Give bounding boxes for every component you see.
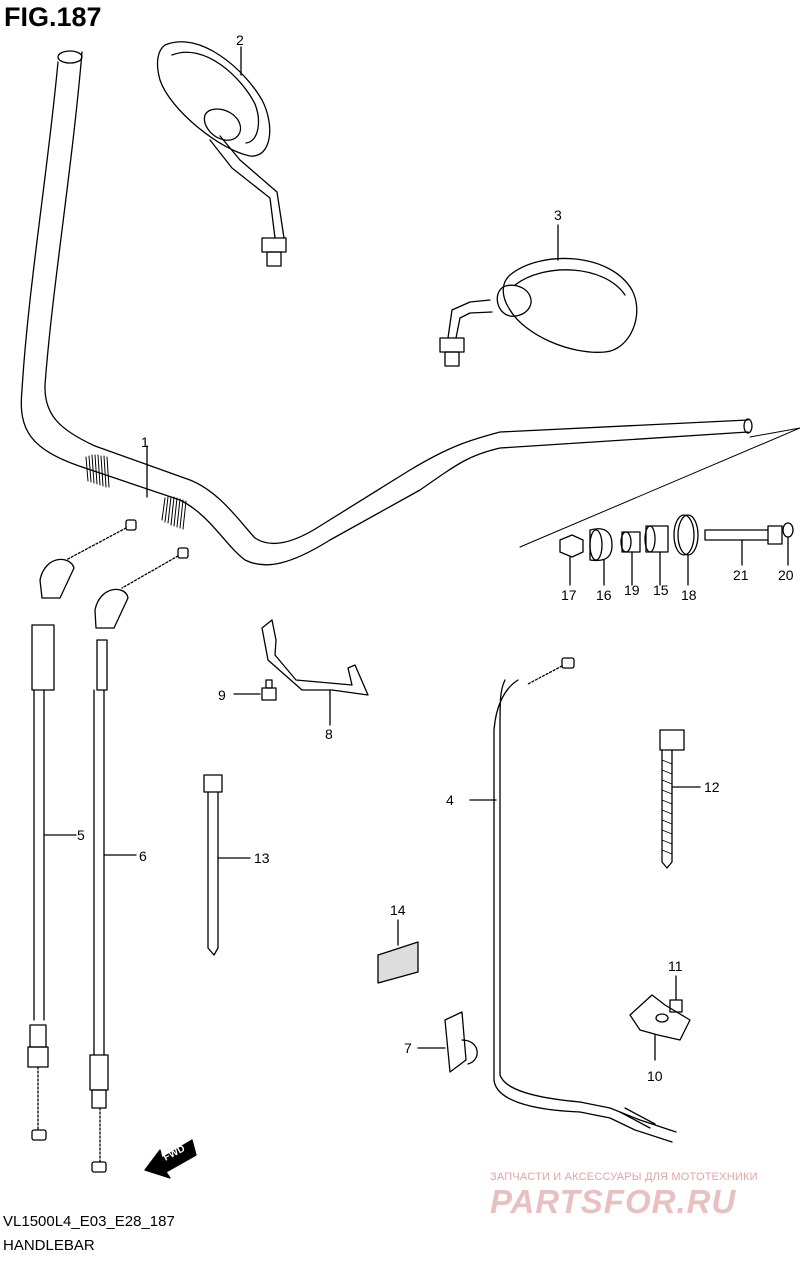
watermark-logo: PARTSFOR.RU: [490, 1183, 737, 1220]
callout-12: 12: [704, 779, 720, 795]
callout-19: 19: [624, 582, 640, 598]
bracket-part-8: [261, 619, 369, 726]
callout-16: 16: [596, 587, 612, 603]
callout-1: 1: [141, 434, 149, 450]
clip-part-7: [417, 1011, 478, 1073]
bolt-part-9: [233, 679, 277, 701]
callout-8: 8: [325, 726, 333, 742]
callout-10: 10: [647, 1068, 663, 1084]
clutch-cable-part-4: [469, 657, 677, 1143]
cable-tie-part-12: [659, 729, 701, 869]
callout-17: 17: [561, 587, 577, 603]
fwd-arrow-icon: [144, 1139, 197, 1179]
callout-6: 6: [139, 848, 147, 864]
callout-14: 14: [390, 902, 406, 918]
callout-11: 11: [668, 958, 683, 974]
callout-9: 9: [218, 687, 226, 703]
throttle-cable-part-5: [27, 519, 137, 1141]
callout-20: 20: [778, 567, 794, 583]
mirror-left-part-2: [156, 41, 287, 267]
mirror-right-part-3: [439, 224, 638, 367]
callout-3: 3: [554, 207, 562, 223]
cable-tie-part-13: [203, 774, 251, 956]
diagram-name: HANDLEBAR: [3, 1237, 95, 1254]
label-part-14: [377, 919, 419, 984]
callout-2: 2: [236, 32, 244, 48]
watermark-tagline: ЗАПЧАСТИ И АКСЕССУАРЫ ДЛЯ МОТОТЕХНИКИ: [490, 1171, 758, 1183]
callout-4: 4: [446, 792, 454, 808]
return-cable-part-6: [89, 547, 189, 1173]
figure-title: FIG.187: [4, 2, 102, 32]
callout-13: 13: [254, 850, 270, 866]
clamp-part-10: [629, 994, 691, 1061]
callout-21: 21: [733, 567, 749, 583]
handlebar-part-1: [20, 50, 753, 566]
callout-5: 5: [77, 827, 85, 843]
screw-part-11: [669, 975, 683, 1013]
callout-15: 15: [653, 582, 669, 598]
callout-7: 7: [404, 1040, 412, 1056]
callout-18: 18: [681, 587, 697, 603]
diagram-code: VL1500L4_E03_E28_187: [3, 1213, 175, 1230]
riser-mount-assembly: [559, 514, 794, 586]
